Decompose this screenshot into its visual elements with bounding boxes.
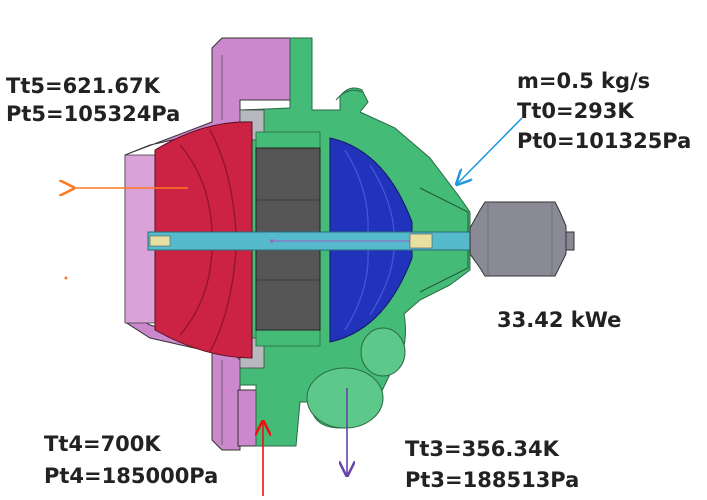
compressor-outlet-pressure: Pt3=188513Pa	[405, 468, 580, 492]
shaft	[147, 231, 471, 251]
generator	[469, 201, 575, 277]
turbine-outlet-temperature: Tt5=621.67K	[6, 74, 160, 98]
generator-power: 33.42 kWe	[497, 308, 622, 332]
compressor-inlet-labels: m=0.5 kg/s Tt0=293K Pt0=101325Pa	[517, 66, 691, 156]
turbine-wheel	[154, 121, 253, 359]
turbine-inlet-temperature: Tt4=700K	[44, 432, 161, 456]
mass-flow-rate: m=0.5 kg/s	[517, 69, 651, 93]
compressor-outlet-labels: Tt3=356.34K Pt3=188513Pa	[405, 434, 579, 496]
flow-arrows	[64, 117, 523, 496]
stray-dot	[64, 276, 68, 280]
compressor-wheel	[329, 137, 413, 343]
turbine-outlet-labels: Tt5=621.67K Pt5=105324Pa	[6, 72, 180, 128]
turbine-inlet-pressure: Pt4=185000Pa	[44, 464, 219, 488]
turbine-inlet-labels: Tt4=700K Pt4=185000Pa	[44, 428, 218, 492]
compressor-outlet-temperature: Tt3=356.34K	[405, 437, 559, 461]
compressor-inlet-arrow	[458, 117, 523, 183]
compressor-inlet-pressure: Pt0=101325Pa	[517, 129, 692, 153]
turbine-outlet-pressure: Pt5=105324Pa	[6, 102, 181, 126]
compressor-inlet-temperature: Tt0=293K	[517, 99, 634, 123]
